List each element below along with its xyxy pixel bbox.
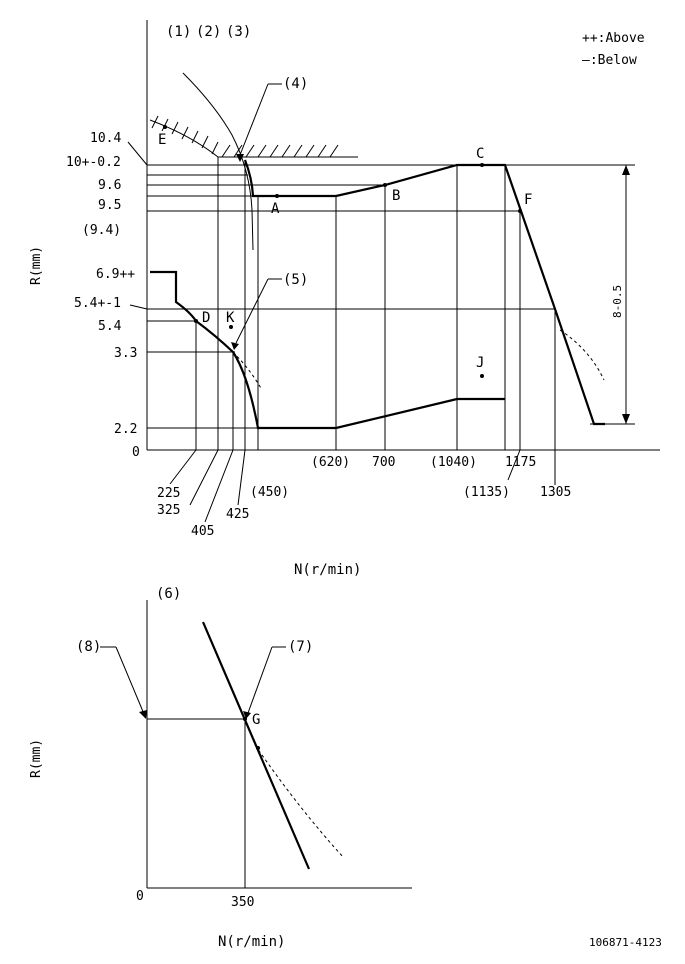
ytick-6-9: 6.9++ bbox=[96, 267, 135, 282]
xtick-450: (450) bbox=[250, 485, 289, 500]
ytick-0: 0 bbox=[132, 445, 140, 460]
bottom-governor-line bbox=[201, 621, 311, 870]
point-j: J bbox=[476, 355, 484, 371]
xtick-425: 425 bbox=[226, 507, 249, 522]
bottom-chart bbox=[100, 600, 412, 889]
label-c2: (2) bbox=[196, 24, 221, 40]
point-c: C bbox=[476, 146, 484, 162]
xtick-1040: (1040) bbox=[430, 455, 477, 470]
ytick-9-4: (9.4) bbox=[82, 223, 121, 238]
top-ref-lines bbox=[147, 164, 635, 429]
top-x-label: N(r/min) bbox=[294, 562, 361, 578]
boundary-hatch bbox=[149, 115, 358, 158]
top-x-ticks: 225 325 405 425 (450) (620) 700 (1040) (… bbox=[157, 449, 571, 539]
ytick-5-4-range: 5.4+-1 bbox=[74, 296, 121, 311]
xtick-225: 225 bbox=[157, 486, 180, 501]
label-c8: (8) bbox=[76, 639, 101, 655]
xtick-1175: 1175 bbox=[505, 455, 536, 470]
top-point-labels: A B C D E F J K bbox=[158, 132, 532, 371]
legend-above: ++:Above bbox=[582, 31, 645, 46]
point-d: D bbox=[202, 310, 210, 326]
point-a: A bbox=[271, 201, 280, 217]
ytick-5-4: 5.4 bbox=[98, 319, 122, 334]
dashed-branch-1 bbox=[214, 335, 263, 391]
bottom-dashed-branch bbox=[254, 744, 345, 859]
dashed-branch-2 bbox=[559, 329, 605, 381]
xtick-325: 325 bbox=[157, 503, 180, 518]
ytick-2-2: 2.2 bbox=[114, 422, 137, 437]
top-y-label: R(mm) bbox=[29, 246, 44, 285]
legend-below: —:Below bbox=[582, 53, 637, 68]
bottom-x-label: N(r/min) bbox=[218, 934, 285, 950]
drawing-id: 106871-4123 bbox=[589, 936, 662, 949]
xtick-1135: (1135) bbox=[463, 485, 510, 500]
ytick-9-6: 9.6 bbox=[98, 178, 121, 193]
bottom-xtick-350: 350 bbox=[231, 895, 254, 910]
label-c3: (3) bbox=[226, 24, 251, 40]
point-b: B bbox=[392, 188, 400, 204]
point-g: G bbox=[252, 712, 260, 728]
label-c4: (4) bbox=[283, 76, 308, 92]
label-c6: (6) bbox=[156, 586, 181, 602]
xtick-405: 405 bbox=[191, 524, 214, 539]
xtick-1305: 1305 bbox=[540, 485, 571, 500]
label-c5: (5) bbox=[283, 272, 308, 288]
ytick-10-4: 10.4 bbox=[90, 131, 121, 146]
ytick-3-3: 3.3 bbox=[114, 346, 137, 361]
xtick-700: 700 bbox=[372, 455, 395, 470]
label-c1: (1) bbox=[166, 24, 191, 40]
top-chart: 8-0.5 bbox=[127, 20, 660, 451]
span-label: 8-0.5 bbox=[611, 285, 624, 318]
ytick-10: 10+-0.2 bbox=[66, 155, 121, 170]
ytick-9-5: 9.5 bbox=[98, 198, 121, 213]
idle-line bbox=[150, 270, 505, 430]
top-y-ticks: 10.4 10+-0.2 9.6 9.5 (9.4) 6.9++ 5.4+-1 … bbox=[66, 131, 140, 460]
full-load-line bbox=[243, 159, 605, 426]
curve-123 bbox=[182, 72, 254, 251]
point-k: K bbox=[226, 310, 235, 326]
point-f: F bbox=[524, 192, 532, 208]
point-e: E bbox=[158, 132, 166, 148]
bottom-y-label: R(mm) bbox=[29, 739, 44, 778]
xtick-620: (620) bbox=[311, 455, 350, 470]
top-vert-lines bbox=[195, 157, 556, 450]
label-c7: (7) bbox=[288, 639, 313, 655]
bottom-origin: 0 bbox=[136, 889, 144, 904]
